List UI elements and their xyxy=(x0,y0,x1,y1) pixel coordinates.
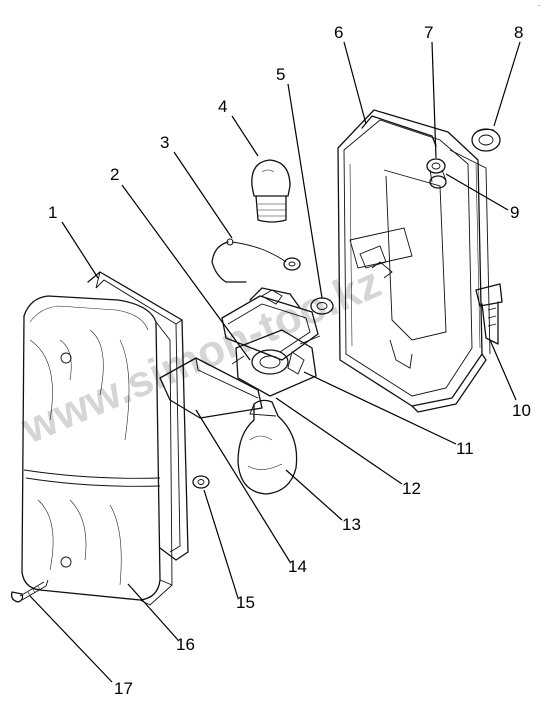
callout-16: 16 xyxy=(176,635,195,654)
callout-12: 12 xyxy=(402,479,421,498)
small-nut-part xyxy=(192,475,210,489)
callout-8: 8 xyxy=(514,23,523,42)
grommet-part xyxy=(471,128,501,152)
callout-11: 11 xyxy=(456,439,474,458)
callout-3: 3 xyxy=(160,133,169,152)
leader-lines xyxy=(29,41,521,683)
callout-15: 15 xyxy=(236,593,255,612)
small-bulb-part xyxy=(251,159,291,223)
lens-part xyxy=(21,295,173,606)
callout-labels: 1 2 3 4 5 6 7 8 9 10 11 12 13 14 15 16 1… xyxy=(48,23,531,698)
gasket-part xyxy=(87,271,189,561)
housing-part xyxy=(337,109,491,413)
callout-4: 4 xyxy=(218,97,227,116)
callout-2: 2 xyxy=(110,165,119,184)
callout-7: 7 xyxy=(424,23,433,42)
bracket-clip-part xyxy=(475,283,503,345)
reflector-plate-part xyxy=(159,357,263,419)
callout-13: 13 xyxy=(342,515,361,534)
large-bulb-part xyxy=(237,399,298,495)
callout-5: 5 xyxy=(276,65,285,84)
callout-10: 10 xyxy=(512,401,531,420)
screw-part xyxy=(10,579,49,603)
callout-9: 9 xyxy=(510,203,519,222)
nut-stud-part xyxy=(426,158,447,189)
callout-1: 1 xyxy=(48,203,57,222)
callout-14: 14 xyxy=(288,557,307,576)
holder-assembly xyxy=(221,287,321,397)
corner-mark: ~ xyxy=(537,3,541,10)
wire-lead-part xyxy=(211,238,301,283)
callout-17: 17 xyxy=(114,679,133,698)
callout-6: 6 xyxy=(334,23,343,42)
